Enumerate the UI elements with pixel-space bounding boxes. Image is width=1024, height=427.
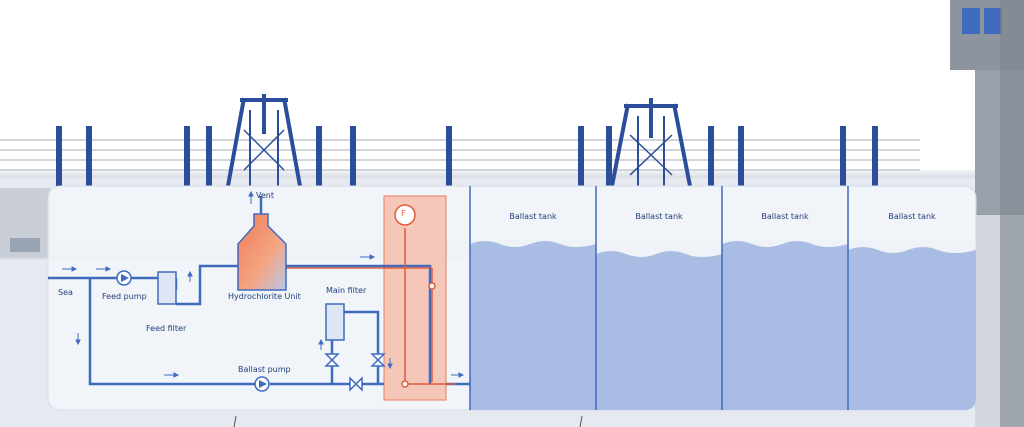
hydrochlorite-unit [237, 213, 287, 291]
treatment-zone [383, 195, 447, 401]
railing-post [316, 126, 322, 186]
railing-posts [56, 126, 878, 186]
main-filter [325, 303, 345, 341]
valve-bypass [349, 376, 363, 392]
crane-left [226, 94, 302, 187]
valve-main-filter-inlet [324, 353, 340, 367]
railing-post [56, 126, 62, 186]
hull-mark [579, 415, 583, 427]
superstructure [950, 0, 1024, 427]
dosing-lines [284, 228, 455, 388]
railing-post [206, 126, 212, 186]
railing-post [708, 126, 714, 186]
deck-railing [0, 139, 920, 171]
valve-main-filter-outlet [370, 353, 386, 367]
feed-pump-label: Feed pump [102, 292, 147, 301]
ballast-tank-3-label: Ballast tank [761, 212, 809, 221]
flow-arrows [62, 190, 465, 378]
sea-label: Sea [58, 288, 73, 297]
railing-post [184, 126, 190, 186]
ballast-pump [254, 376, 270, 392]
valves [324, 353, 386, 392]
main-filter-label: Main filter [326, 286, 367, 295]
ballast-tank-2-label: Ballast tank [635, 212, 683, 221]
vent-label: Vent [256, 191, 274, 200]
hull-mark [233, 415, 237, 427]
hydrochlorite-unit-label: Hydrochlorite Unit [228, 292, 301, 301]
railing-post [578, 126, 584, 186]
ballast-tank-1-label: Ballast tank [509, 212, 557, 221]
railing-post [350, 126, 356, 186]
railing-post [840, 126, 846, 186]
railing-post [872, 126, 878, 186]
ballast-tanks [469, 186, 976, 410]
ballast-pump-label: Ballast pump [238, 365, 291, 374]
railing-post [86, 126, 92, 186]
feed-filter [157, 271, 177, 305]
railing-post [446, 126, 452, 186]
feed-pump [116, 270, 132, 286]
flow-indicator-label: F [401, 209, 406, 218]
flow-indicator [394, 204, 416, 226]
railing-post [606, 126, 612, 186]
crane-right [610, 98, 692, 187]
ballast-tank-4-label: Ballast tank [888, 212, 936, 221]
railing-post [738, 126, 744, 186]
feed-filter-label: Feed filter [146, 324, 187, 333]
